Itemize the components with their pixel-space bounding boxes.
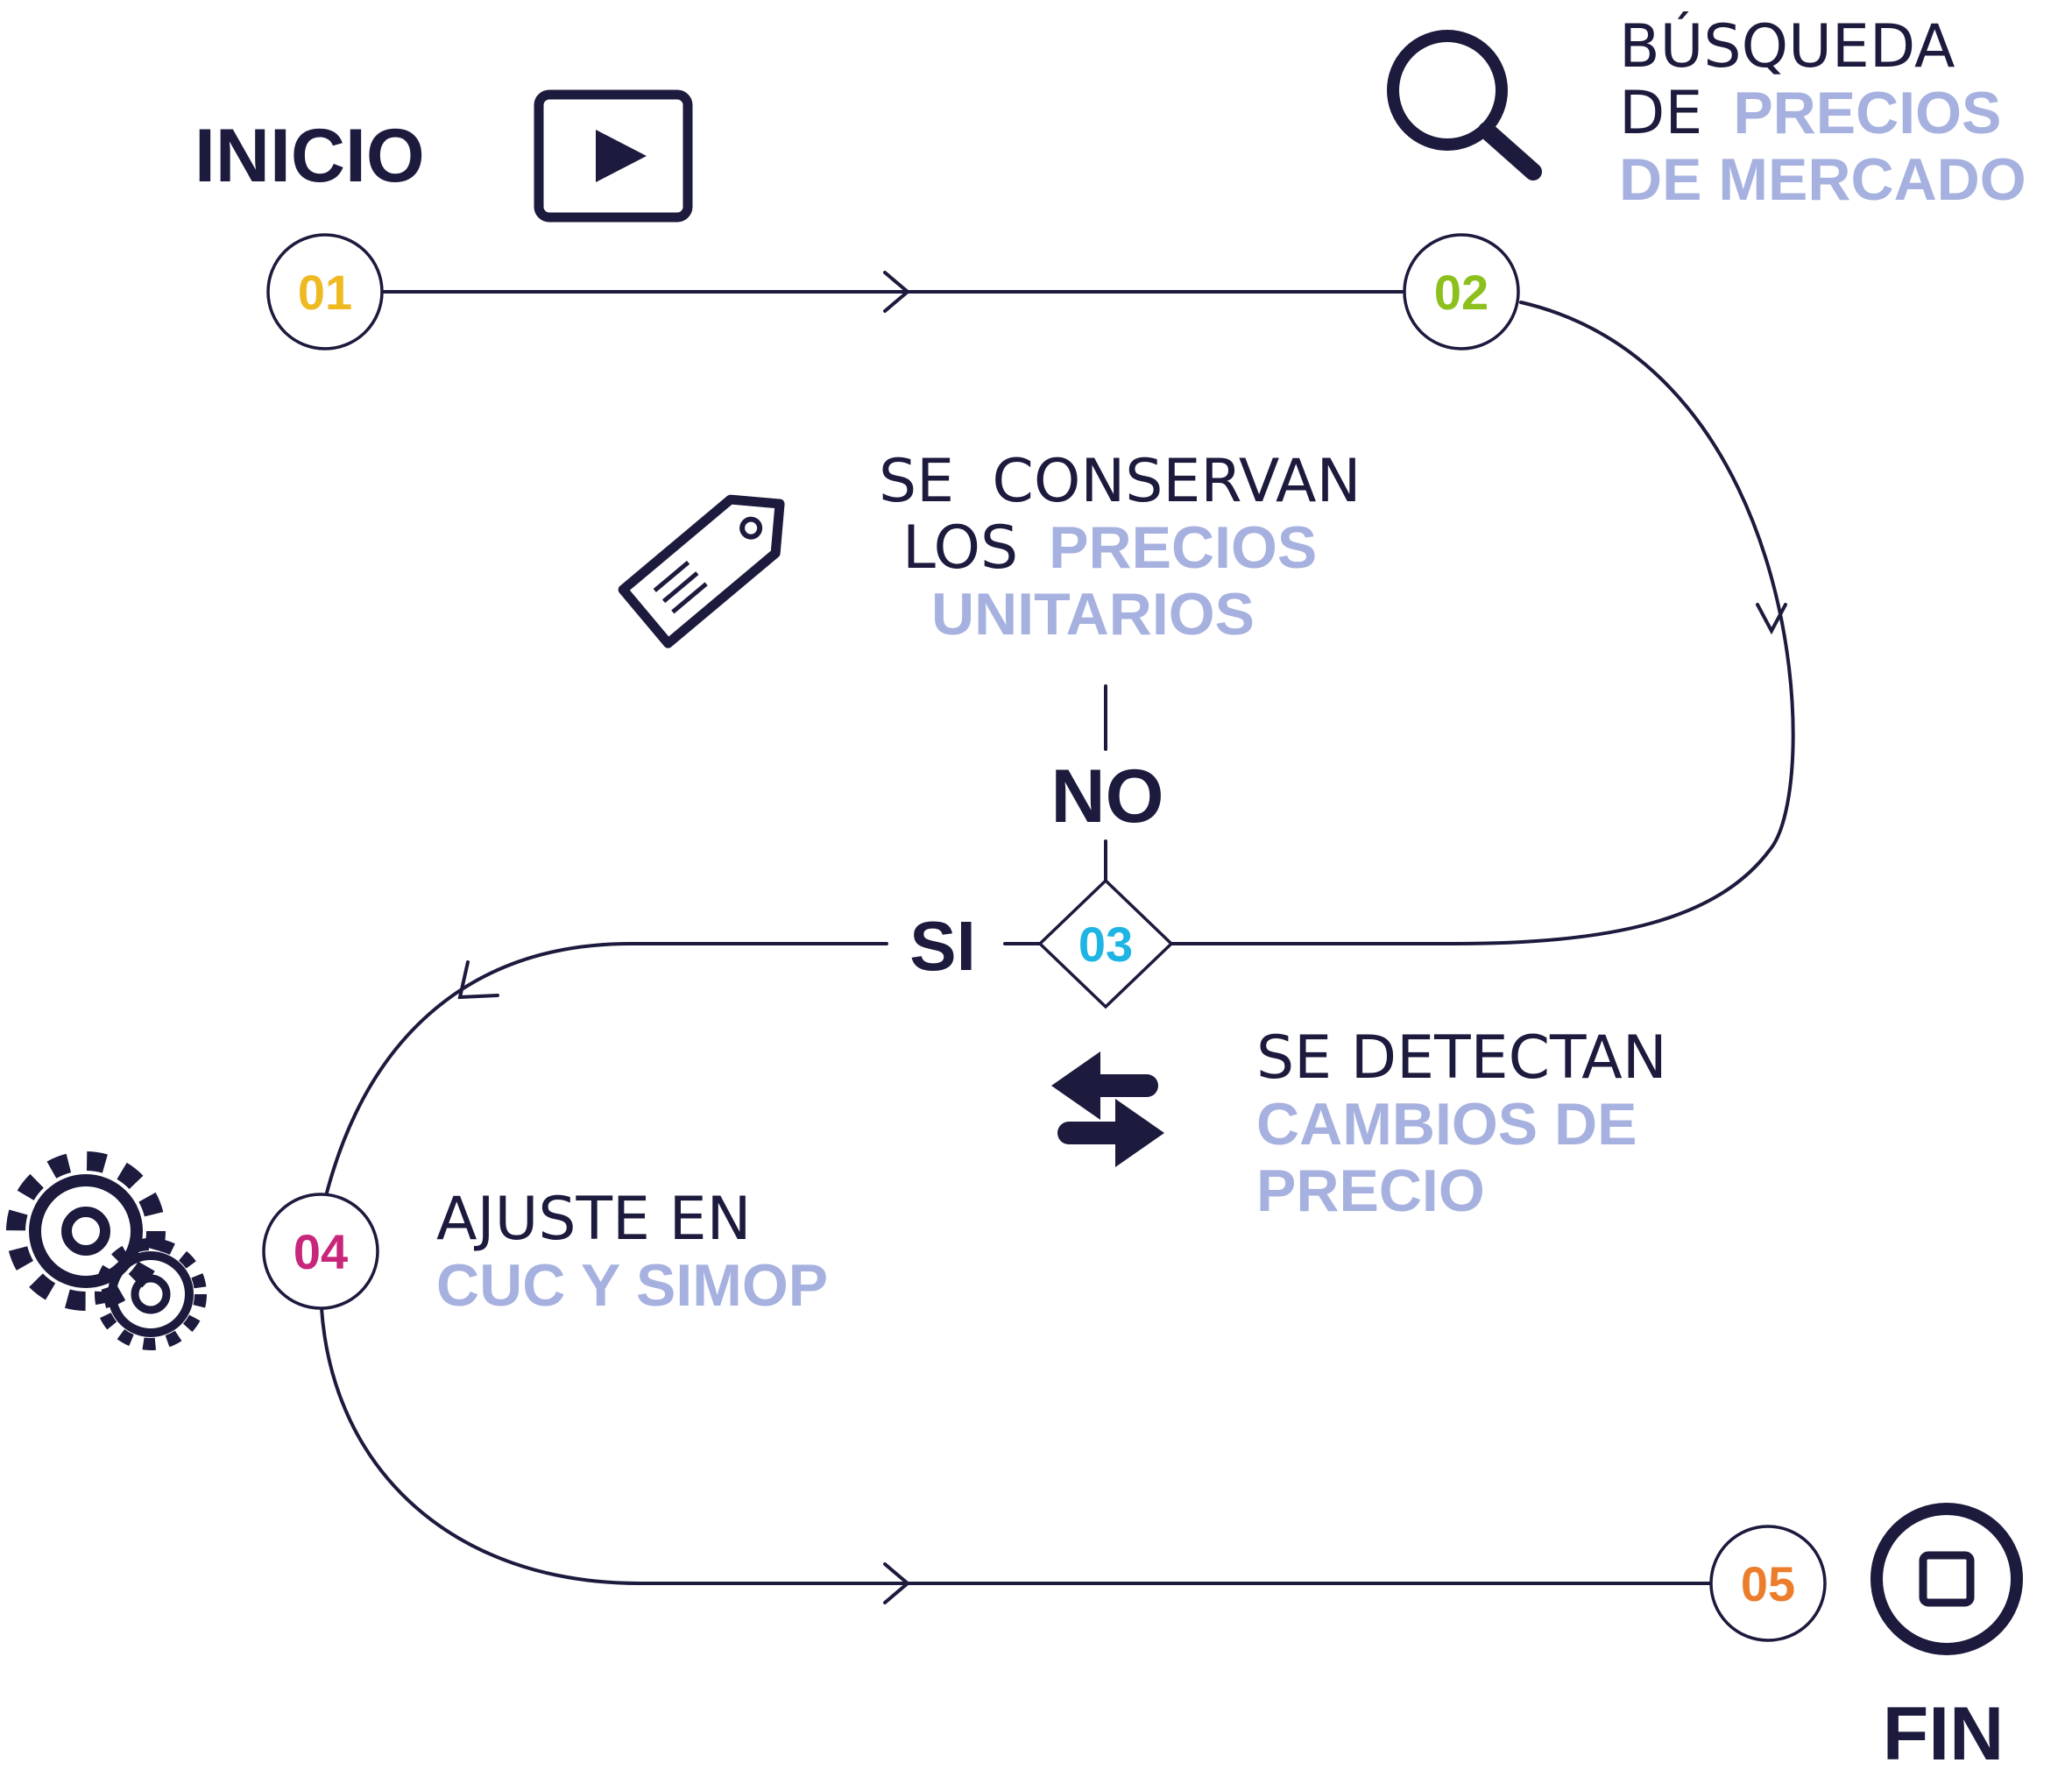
connector-si-04 (324, 942, 888, 1198)
step-node-02: 02 (1403, 233, 1520, 350)
no-branch-line2: LOS PRECIOS (902, 513, 1317, 583)
connector-04-05 (320, 1306, 1712, 1585)
arrow-left-curve (457, 960, 499, 1000)
step-02-line2-plain: DE (1619, 79, 1702, 148)
arrow-right-bottom (883, 1562, 911, 1604)
step-number: 03 (1078, 917, 1133, 972)
yes-branch-line3: PRECIO (1256, 1158, 1485, 1224)
step-02-line2: DE PRECIOS (1619, 79, 2001, 148)
step-node-05: 05 (1709, 1525, 1827, 1642)
arrow-right-top (883, 271, 911, 313)
gears-icon (6, 1151, 207, 1350)
no-branch-line1: SE CONSERVAN (879, 447, 1361, 516)
search-icon (1387, 30, 1542, 181)
play-icon (534, 89, 693, 223)
swap-arrows-icon (1051, 1051, 1164, 1167)
flow-connectors (320, 271, 1795, 1604)
no-branch-line2-accent: PRECIOS (1049, 514, 1317, 581)
end-label: FIN (1883, 1692, 2005, 1770)
step-number: 05 (1741, 1556, 1795, 1611)
no-branch-line3: UNITARIOS (931, 581, 1255, 648)
step-node-01: 01 (266, 233, 384, 350)
step-number: 04 (293, 1224, 348, 1279)
yes-branch-line2: CAMBIOS DE (1256, 1091, 1637, 1158)
connector-02-03 (1170, 301, 1795, 945)
start-label: INICIO (194, 114, 425, 198)
step-04-line2: CUC Y SIMOP (436, 1252, 828, 1319)
price-tag-icon (618, 494, 785, 648)
yes-label: SI (909, 907, 976, 985)
decision-node-03: 03 (1037, 878, 1174, 1009)
no-label: NO (1051, 754, 1164, 839)
step-number: 02 (1434, 265, 1489, 320)
step-02-line3: DE MERCADO (1619, 146, 2026, 213)
arrow-down-right (1756, 603, 1787, 635)
step-04-line1: AJUSTE EN (436, 1185, 751, 1254)
step-number: 01 (298, 265, 352, 320)
step-node-04: 04 (262, 1193, 379, 1310)
step-02-line1: BÚSQUEDA (1619, 11, 1955, 81)
no-branch-line2-plain: LOS (902, 513, 1018, 583)
yes-branch-line1: SE DETECTAN (1256, 1023, 1667, 1093)
stop-icon (1870, 1503, 2023, 1655)
step-02-line2-accent: PRECIOS (1733, 80, 2001, 146)
